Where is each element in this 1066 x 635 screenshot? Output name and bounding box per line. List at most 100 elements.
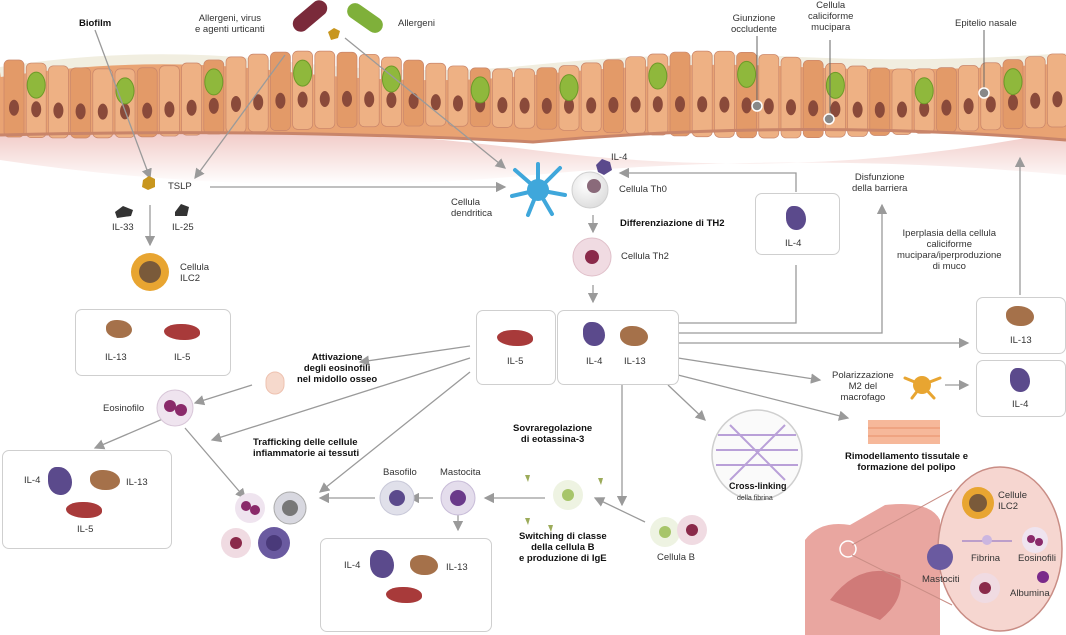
cell-nucleus [675, 96, 685, 113]
il4-icon [48, 467, 72, 495]
cell-nucleus [564, 97, 574, 114]
inset-mast-cells-label: Mastociti [922, 574, 960, 585]
m2-macrophage-icon [903, 376, 942, 400]
cell-nucleus [541, 97, 552, 114]
inset-anatomy [805, 466, 1063, 635]
inset-eosinophils-label: Eosinofili [1018, 553, 1057, 564]
th0-cell-icon [571, 171, 609, 209]
il13-icon [106, 320, 132, 338]
epithelial-cell [580, 62, 602, 132]
epithelial-cell [247, 53, 269, 132]
class-switching-label: Switching di classe della cellula B e pr… [519, 531, 607, 564]
remodeling-label: Rimodellamento tissutale e formazione de… [845, 451, 969, 473]
ige-antibody-cell-icon [525, 475, 603, 532]
cell-nucleus [586, 97, 597, 114]
cell-nucleus [963, 98, 974, 115]
cell-nucleus [208, 97, 219, 114]
ilc2-box-il13: IL-13 [105, 352, 127, 363]
basophil-label: Basofilo [383, 467, 417, 478]
il5-icon [66, 502, 102, 518]
m2-polarization-label: Polarizzazione M2 del macrofago [832, 370, 894, 403]
fibrin-crosslinking-icon [711, 409, 803, 501]
epithelial-cell [847, 65, 868, 137]
goblet-cell [204, 68, 224, 96]
ilc2-cell-icon [131, 253, 169, 291]
cell-nucleus [164, 101, 175, 118]
epithelial-cell [1024, 56, 1046, 129]
tight-junction-marker [751, 100, 763, 112]
cell-nucleus [53, 102, 64, 119]
cell-nucleus [763, 98, 774, 115]
goblet-cell-label: Cellula caliciforme mucipara [808, 0, 854, 33]
goblet-marker [823, 113, 835, 125]
il4-feedback-label: IL-4 [785, 238, 802, 249]
cell-nucleus [231, 95, 241, 112]
eos-box-il13: IL-13 [126, 477, 148, 488]
mast-cell-cytokine-box [320, 538, 492, 632]
il25-label: IL-25 [172, 222, 194, 233]
inflammatory-cells-icon [221, 491, 307, 559]
biofilm-label: Biofilm [79, 18, 112, 29]
il4-right-label: IL-4 [1012, 399, 1029, 410]
cell-nucleus [519, 97, 530, 114]
epithelial-cell [869, 67, 891, 136]
il5-icon [164, 324, 200, 340]
cell-nucleus [497, 97, 508, 114]
barrier-dysfunction-label: Disfunzione della barriera [852, 172, 908, 194]
th0-label: Cellula Th0 [619, 184, 667, 195]
il4-icon [583, 322, 605, 346]
cell-nucleus [1052, 91, 1063, 108]
il4-icon [1010, 368, 1030, 392]
goblet-cell [1003, 68, 1023, 96]
il13-icon [410, 555, 438, 575]
il5-icon [386, 587, 422, 603]
ilc2-box-il5: IL-5 [174, 352, 191, 363]
eosinophil-cytokine-box [2, 450, 172, 549]
il4-top-label: IL-4 [611, 152, 628, 163]
cell-nucleus [275, 92, 286, 109]
cell-nucleus [430, 94, 441, 111]
cell-nucleus [453, 95, 463, 112]
goblet-cell [293, 59, 313, 87]
goblet-cell [115, 77, 135, 105]
il5-center-label: IL-5 [507, 356, 524, 367]
tissue-remodeling-icon [868, 420, 940, 444]
il33-icon [115, 206, 133, 218]
cell-nucleus [297, 91, 308, 108]
cell-nucleus [919, 100, 930, 117]
cell-nucleus [608, 96, 619, 113]
cell-nucleus [319, 91, 330, 108]
goblet-cell [648, 62, 668, 90]
epithelial-cell [181, 62, 202, 136]
eotaxin-label: Sovraregolazione di eotassina-3 [513, 423, 593, 445]
il4-il13-center-box [557, 310, 679, 385]
mast-box-il4: IL-4 [344, 560, 361, 571]
cell-nucleus [75, 103, 86, 120]
cell-nucleus [852, 101, 863, 118]
tight-junction-label: Giunzione occludente [731, 13, 777, 35]
crosslinking-sub-label: della fibrina [737, 495, 773, 502]
mast-box-il13: IL-13 [446, 562, 468, 573]
pointer-lines [756, 30, 985, 118]
cell-nucleus [630, 96, 641, 113]
inset-fibrin-label: Fibrina [971, 553, 1001, 564]
goblet-cell [825, 71, 845, 99]
cell-nucleus [9, 99, 19, 116]
dendritic-cell-label: Cellula dendritica [451, 197, 493, 219]
epithelial-cell [691, 50, 713, 138]
cell-nucleus [1008, 94, 1018, 111]
cell-nucleus [386, 91, 397, 108]
mast-cell-icon [440, 480, 476, 516]
epithelial-cell [780, 56, 802, 139]
cell-nucleus [897, 101, 907, 118]
epithelium-marker [978, 87, 990, 99]
cell-nucleus [786, 99, 796, 116]
tslp-label: TSLP [168, 181, 192, 192]
il4-icon [370, 550, 394, 578]
eosinophil-cell-icon [156, 389, 194, 427]
epithelial-cell [270, 51, 291, 131]
cell-nucleus [97, 103, 108, 120]
cell-nucleus [874, 101, 885, 118]
epithelial-cell [314, 50, 336, 129]
